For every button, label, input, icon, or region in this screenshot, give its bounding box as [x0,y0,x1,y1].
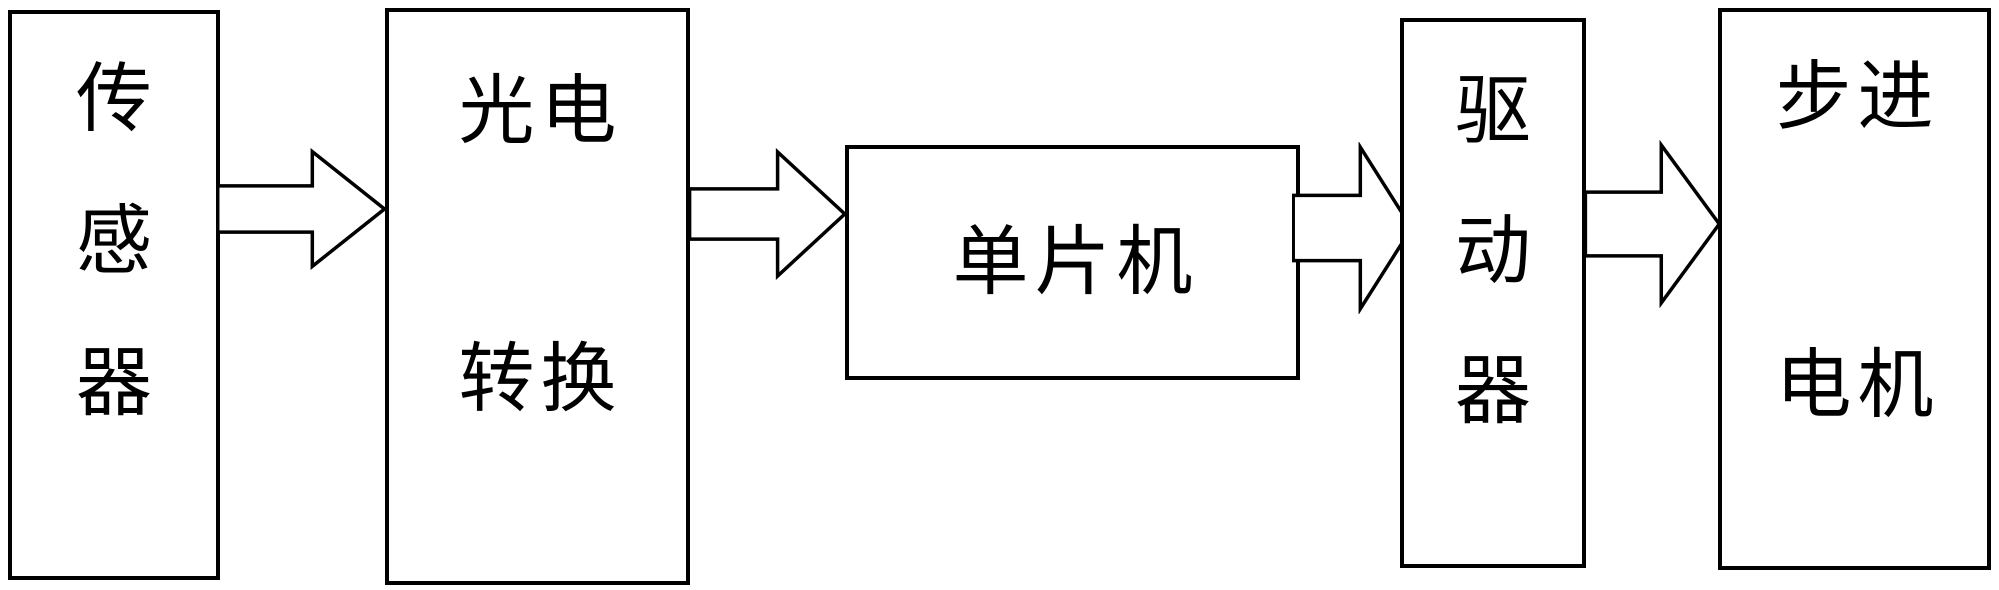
node-stepper-label-line: 电机 [1775,344,1940,428]
right-block-arrow-icon [216,148,388,270]
node-sensor-label-line: 感 [76,200,158,284]
node-driver-label-line: 驱 [1455,70,1537,154]
node-stepper-label-line: 步进 [1775,56,1940,140]
flow-arrow-mcu-to-driver [1292,142,1414,314]
node-sensor-label-line: 传 [76,58,158,142]
node-photoelectric-label-line: 光电 [458,70,623,154]
right-block-arrow-icon [1292,142,1414,314]
node-stepper-motor: 步进 电机 [1718,8,1991,570]
node-sensor-label-line: 器 [76,342,158,426]
node-driver-label-line: 器 [1455,350,1537,434]
node-mcu: 单片机 [845,145,1300,380]
node-photoelectric-conversion: 光电 转换 [385,8,690,585]
flow-arrow-photoelectric-to-mcu [688,148,848,280]
node-sensor: 传 感 器 [8,10,220,580]
right-block-arrow-icon [688,148,848,280]
flow-arrow-sensor-to-photoelectric [216,148,388,270]
node-photoelectric-label-line: 转换 [458,338,623,422]
node-mcu-label-line: 单片机 [952,220,1199,305]
flow-arrow-driver-to-stepper [1584,140,1722,308]
node-driver: 驱 动 器 [1400,18,1586,568]
right-block-arrow-icon [1584,140,1722,308]
node-driver-label-line: 动 [1455,210,1537,294]
